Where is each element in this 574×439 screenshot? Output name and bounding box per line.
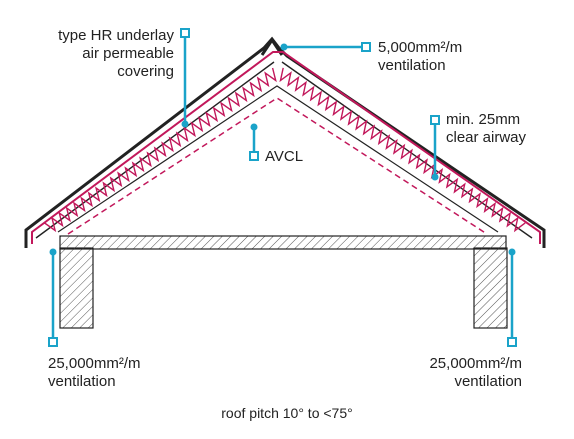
right-wall [473,247,508,329]
underlay-membrane [31,51,541,244]
ridge-vent-label-1: 5,000mm²/m [378,39,462,56]
airway-label-1: min. 25mm [446,111,520,128]
eaves-left-label-1: 25,000mm²/m [48,355,141,372]
leader-ridge-vent [280,42,371,52]
eaves-right-label-2: ventilation [454,373,522,390]
ceiling-joist [59,235,507,250]
leader-airway [430,115,440,181]
avcl-line [67,97,488,235]
ridge-vent-label-2: ventilation [378,57,446,74]
rafter-inner-right [281,61,533,239]
eaves-left-label-2: ventilation [48,373,116,390]
eaves-right-label-1: 25,000mm²/m [429,355,522,372]
left-wall [59,247,94,329]
underlay-label-3: covering [117,63,174,80]
underlay-label-1: type HR underlay [58,27,174,44]
leader-underlay [180,28,190,128]
insulation-left [44,67,277,233]
roof-pitch-caption: roof pitch 10° to <75° [221,405,352,421]
inner-ceiling-line [57,85,499,233]
insulation-right [279,67,526,233]
avcl-label: AVCL [265,148,303,165]
leader-eaves-left [48,248,58,347]
leader-eaves-right [507,248,517,347]
underlay-label-2: air permeable [82,45,174,62]
leader-avcl [249,123,259,161]
airway-label-2: clear airway [446,129,527,146]
ridge-cap [260,37,284,56]
